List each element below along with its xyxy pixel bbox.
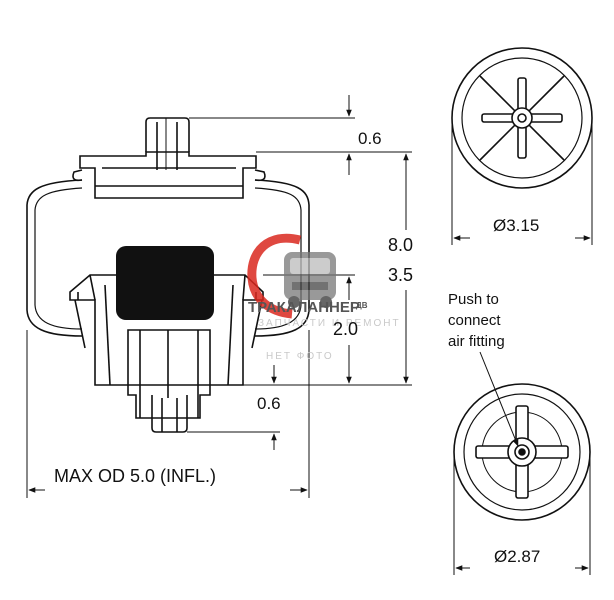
annotation-line-1: Push to — [448, 291, 499, 308]
dimension-lines — [26, 95, 412, 498]
dim-bumper-height: 3.5 — [388, 265, 413, 285]
top-bead-plate — [79, 151, 257, 199]
watermark-no-photo: НЕТ ФОТО — [266, 351, 334, 362]
top-air-fitting — [145, 117, 190, 170]
bottom-stud — [127, 329, 211, 433]
internal-bumper — [116, 246, 214, 320]
dim-lower-height: 2.0 — [333, 319, 358, 339]
truck-icon — [284, 252, 336, 308]
dim-bottom-plate-diameter: Ø2.87 — [494, 547, 540, 566]
annotation-line-2: connect — [448, 312, 501, 329]
watermark-logo-arc — [247, 233, 302, 319]
top-view-dimension — [451, 120, 593, 245]
top-view — [451, 47, 593, 189]
dim-max-od: MAX OD 5.0 (INFL.) — [54, 466, 216, 486]
bottom-view-dimension — [453, 351, 591, 575]
dim-top-plate-diameter: Ø3.15 — [493, 216, 539, 235]
watermark: ТРАКАЛАННЕР ДВ ЗАПЧАСТИ И РЕМОНТ НЕТ ФОТ… — [247, 233, 401, 362]
bottom-view — [453, 383, 591, 521]
watermark-brand-suffix: ДВ — [356, 301, 368, 310]
dim-top-fitting: 0.6 — [358, 129, 382, 148]
annotation-line-3: air fitting — [448, 333, 505, 350]
watermark-tagline: ЗАПЧАСТИ И РЕМОНТ — [258, 318, 401, 329]
dim-overall-height: 8.0 — [388, 235, 413, 255]
watermark-brand: ТРАКАЛАННЕР — [248, 299, 360, 316]
dim-bottom-stud: 0.6 — [257, 394, 281, 413]
